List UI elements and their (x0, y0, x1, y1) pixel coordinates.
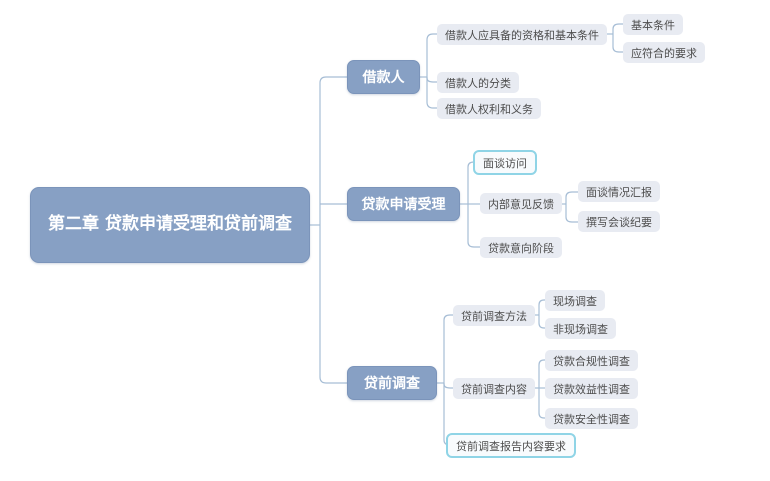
node-onsite-investigation[interactable]: 现场调查 (545, 290, 605, 311)
node-borrower-qualifications[interactable]: 借款人应具备的资格和基本条件 (437, 24, 607, 45)
node-loan-application-acceptance[interactable]: 贷款申请受理 (347, 187, 460, 221)
node-interview-situation-report[interactable]: 面谈情况汇报 (578, 181, 660, 202)
node-requirements-to-meet[interactable]: 应符合的要求 (623, 42, 705, 63)
node-investigation-content[interactable]: 贷前调查内容 (453, 378, 535, 399)
node-pre-loan-investigation[interactable]: 贷前调查 (347, 366, 437, 400)
node-borrower-rights-obligations[interactable]: 借款人权利和义务 (437, 98, 541, 119)
node-internal-opinion-feedback[interactable]: 内部意见反馈 (480, 193, 562, 214)
node-borrower[interactable]: 借款人 (347, 60, 420, 94)
node-investigation-methods[interactable]: 贷前调查方法 (453, 305, 535, 326)
node-basic-conditions[interactable]: 基本条件 (623, 14, 683, 35)
node-borrower-classification[interactable]: 借款人的分类 (437, 72, 519, 93)
node-offsite-investigation[interactable]: 非现场调查 (545, 318, 616, 339)
node-chapter-root[interactable]: 第二章 贷款申请受理和贷前调查 (30, 187, 310, 263)
node-profitability-investigation[interactable]: 贷款效益性调查 (545, 378, 638, 399)
node-safety-investigation[interactable]: 贷款安全性调查 (545, 408, 638, 429)
node-report-content-requirements[interactable]: 贷前调查报告内容要求 (446, 433, 576, 458)
node-write-meeting-minutes[interactable]: 撰写会谈纪要 (578, 211, 660, 232)
node-compliance-investigation[interactable]: 贷款合规性调查 (545, 350, 638, 371)
node-interview-visit[interactable]: 面谈访问 (473, 150, 537, 175)
node-loan-intention-stage[interactable]: 贷款意向阶段 (480, 237, 562, 258)
